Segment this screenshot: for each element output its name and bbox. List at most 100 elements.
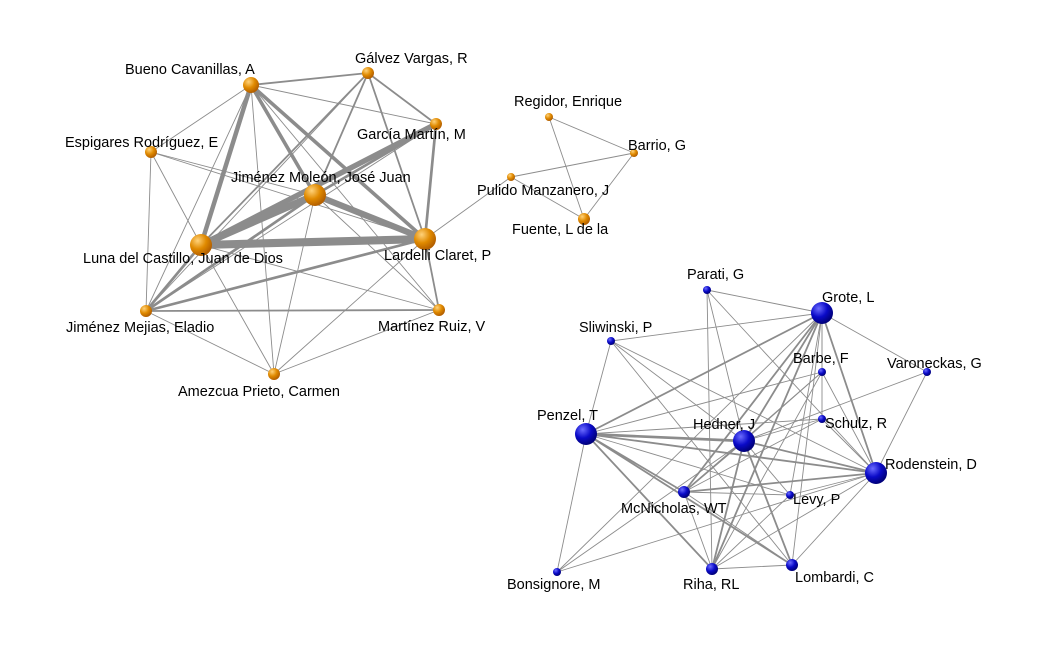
node-jimenezm[interactable] bbox=[304, 184, 326, 206]
edge-riha-lombardi bbox=[711, 564, 793, 570]
node-grote[interactable] bbox=[811, 302, 833, 324]
label-pulido: Pulido Manzanero, J bbox=[477, 183, 609, 199]
edge-varoneckas-rodenstein bbox=[875, 371, 928, 474]
label-galvez: Gálvez Vargas, R bbox=[355, 51, 468, 67]
node-rodenstein[interactable] bbox=[865, 462, 887, 484]
edge-barrio-pulido bbox=[510, 152, 635, 178]
node-riha[interactable] bbox=[706, 563, 718, 575]
edge-bueno-lardelli bbox=[249, 83, 427, 241]
edge-rodenstein-riha bbox=[711, 472, 877, 570]
label-hedner: Hedner, J bbox=[693, 417, 755, 433]
edge-regidor-barrio bbox=[548, 116, 635, 154]
edge-bueno-luna bbox=[198, 82, 254, 248]
edge-penzel-bonsignore bbox=[556, 433, 587, 573]
label-lombardi: Lombardi, C bbox=[795, 570, 874, 586]
edge-penzel-lombardi bbox=[585, 433, 793, 566]
node-barrio[interactable] bbox=[630, 149, 638, 157]
edge-garcia-jimenezmej bbox=[145, 123, 437, 312]
edge-luna-amezcua bbox=[200, 244, 275, 375]
edge-sliwinski-lombardi bbox=[610, 340, 793, 566]
edge-espigares-jimenezmej bbox=[145, 151, 152, 312]
label-sliwinski: Sliwinski, P bbox=[579, 320, 652, 336]
edge-rodenstein-levy bbox=[789, 472, 877, 496]
edge-grote-varoneckas bbox=[821, 312, 928, 373]
edge-penzel-riha bbox=[585, 433, 713, 570]
node-schulz[interactable] bbox=[818, 415, 826, 423]
edge-pulido-fuente bbox=[510, 176, 585, 220]
label-levy: Levy, P bbox=[793, 492, 840, 508]
edge-espigares-lardelli bbox=[150, 151, 426, 240]
edge-barbe-penzel bbox=[585, 371, 823, 435]
node-penzel[interactable] bbox=[575, 423, 597, 445]
node-sliwinski[interactable] bbox=[607, 337, 615, 345]
label-penzel: Penzel, T bbox=[537, 408, 598, 424]
edge-penzel-rodenstein bbox=[585, 433, 877, 474]
node-parati[interactable] bbox=[703, 286, 711, 294]
node-lombardi[interactable] bbox=[786, 559, 798, 571]
node-lardelli[interactable] bbox=[414, 228, 436, 250]
edge-espigares-jimenezm bbox=[150, 151, 316, 196]
node-levy[interactable] bbox=[786, 491, 794, 499]
edge-galvez-jimenezm bbox=[314, 72, 369, 196]
edges-layer bbox=[144, 72, 928, 573]
edge-barbe-hedner bbox=[743, 371, 823, 442]
edge-varoneckas-hedner bbox=[743, 371, 928, 442]
edge-hedner-rodenstein bbox=[743, 440, 877, 474]
node-garcia[interactable] bbox=[430, 118, 442, 130]
edge-sliwinski-hedner bbox=[610, 340, 745, 442]
node-amezcua[interactable] bbox=[268, 368, 280, 380]
edge-parati-hedner bbox=[706, 289, 745, 442]
node-regidor[interactable] bbox=[545, 113, 553, 121]
edge-bueno-espigares bbox=[150, 84, 252, 153]
edge-penzel-hedner bbox=[584, 432, 746, 443]
node-bonsignore[interactable] bbox=[553, 568, 561, 576]
edge-galvez-luna bbox=[200, 72, 369, 246]
label-bonsignore: Bonsignore, M bbox=[507, 577, 601, 593]
label-riha: Riha, RL bbox=[683, 577, 739, 593]
edge-jimenezmej-martinez bbox=[145, 309, 440, 312]
edge-barbe-riha bbox=[711, 371, 823, 570]
label-barbe: Barbe, F bbox=[793, 351, 849, 367]
edge-jimenezmej-amezcua bbox=[145, 310, 275, 375]
edge-bueno-galvez bbox=[250, 72, 369, 86]
edge-garcia-lardelli bbox=[423, 122, 438, 241]
edge-grote-hedner bbox=[743, 312, 823, 442]
edge-luna-jimenezmej bbox=[144, 243, 203, 313]
label-luna: Luna del Castillo, Juan de Dios bbox=[83, 251, 283, 267]
node-pulido[interactable] bbox=[507, 173, 515, 181]
node-luna[interactable] bbox=[190, 234, 212, 256]
edge-mcnicholas-riha bbox=[683, 491, 713, 570]
node-galvez[interactable] bbox=[362, 67, 374, 79]
edge-bueno-jimenezm bbox=[249, 83, 317, 197]
edge-rodenstein-lombardi bbox=[791, 472, 877, 566]
edge-sliwinski-penzel bbox=[585, 340, 612, 435]
node-hedner[interactable] bbox=[733, 430, 755, 452]
edge-jimenezm-amezcua bbox=[273, 194, 316, 375]
label-martinez: Martínez Ruiz, V bbox=[378, 319, 485, 335]
node-jimenezmej[interactable] bbox=[140, 305, 152, 317]
node-fuente[interactable] bbox=[578, 213, 590, 225]
label-grote: Grote, L bbox=[822, 290, 874, 306]
edge-luna-martinez bbox=[200, 244, 440, 311]
edge-schulz-rodenstein bbox=[821, 418, 877, 474]
edge-lardelli-amezcua bbox=[273, 238, 426, 375]
node-martinez[interactable] bbox=[433, 304, 445, 316]
node-varoneckas[interactable] bbox=[923, 368, 931, 376]
edge-rodenstein-mcnicholas bbox=[683, 472, 877, 493]
node-mcnicholas[interactable] bbox=[678, 486, 690, 498]
node-barbe[interactable] bbox=[818, 368, 826, 376]
edge-grote-mcnicholas bbox=[683, 312, 823, 493]
edge-hedner-levy bbox=[743, 440, 791, 496]
edge-hedner-bonsignore bbox=[556, 440, 745, 573]
node-espigares[interactable] bbox=[145, 146, 157, 158]
edge-lardelli-jimenezmej bbox=[144, 237, 427, 313]
label-jimenezm: Jiménez Moleón, José Juan bbox=[231, 170, 411, 186]
edge-bueno-martinez bbox=[250, 84, 440, 311]
edge-espigares-luna bbox=[150, 151, 202, 246]
label-bueno: Bueno Cavanillas, A bbox=[125, 62, 255, 78]
node-bueno[interactable] bbox=[243, 77, 259, 93]
label-parati: Parati, G bbox=[687, 267, 744, 283]
edge-barrio-fuente bbox=[583, 152, 635, 220]
